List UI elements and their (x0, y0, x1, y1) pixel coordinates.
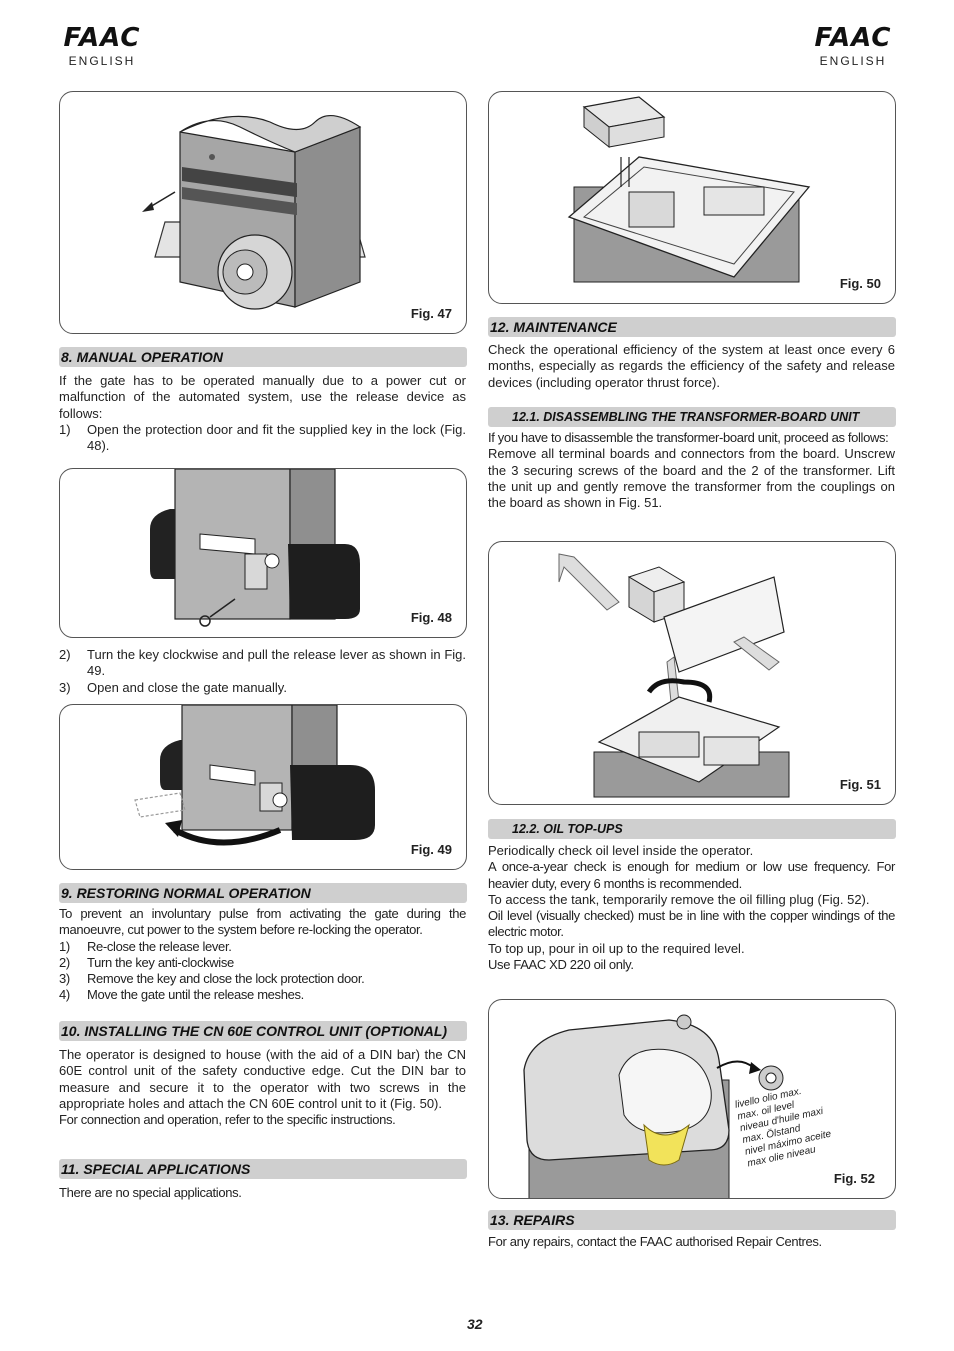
paragraph: For any repairs, contact the FAAC author… (488, 1234, 822, 1249)
figure-47: Fig. 47 (59, 91, 467, 334)
list-item: 3) Remove the key and close the lock prot… (59, 971, 466, 987)
list-number: 2) (59, 647, 71, 662)
list-text: Open the protection door and fit the sup… (87, 421, 466, 454)
control-unit-illustration (567, 96, 811, 283)
list-item: 1) Open the protection door and fit the … (59, 422, 466, 455)
section-heading-maintenance: 12. MAINTENANCE (488, 317, 896, 337)
list-item: 1) Re-close the release lever. (59, 939, 466, 955)
language-label: ENGLISH (819, 54, 887, 68)
figure-52: livello olio max. max. oil level niveau … (488, 999, 896, 1199)
release-lever-illustration (134, 705, 375, 846)
oil-top-ups-text: Periodically check oil level inside the … (488, 843, 895, 973)
paragraph: Remove all terminal boards and connector… (488, 446, 895, 511)
manual-operation-steps: 2) Turn the key clockwise and pull the r… (59, 647, 466, 696)
paragraph: Use FAAC XD 220 oil only. (488, 957, 634, 973)
figure-caption: Fig. 49 (410, 842, 452, 857)
list-number: 1) (59, 421, 71, 437)
paragraph: If you have to disassemble the transform… (488, 430, 889, 445)
list-number: 3) (59, 971, 70, 987)
list-number: 4) (59, 987, 70, 1003)
language-label: ENGLISH (68, 54, 136, 68)
figure-48: Fig. 48 (59, 468, 467, 638)
figure-51: Fig. 51 (488, 541, 896, 805)
paragraph: To access the tank, temporarily remove t… (488, 891, 870, 907)
list-item: 2) Turn the key anti-clockwise (59, 955, 466, 971)
key-insertion-illustration (150, 469, 360, 627)
faac-logo-right: FAAC ENGLISH (803, 24, 903, 68)
paragraph: For connection and operation, refer to t… (59, 1112, 396, 1128)
list-text: Move the gate until the release meshes. (87, 987, 304, 1003)
faac-logo-left: FAAC ENGLISH (52, 24, 152, 68)
section-heading-manual-operation: 8. MANUAL OPERATION (59, 347, 467, 367)
logo-mark: FAAC (814, 23, 892, 53)
list-item: 4) Move the gate until the release meshes… (59, 987, 466, 1003)
list-item: 3) Open and close the gate manually. (59, 680, 466, 696)
paragraph: Oil level (visually checked) must be in … (488, 908, 895, 940)
paragraph: Check the operational efficiency of the … (488, 342, 895, 390)
figure-caption: Fig. 47 (410, 306, 452, 321)
figure-caption: Fig. 52 (833, 1171, 875, 1186)
paragraph: There are no special applications. (59, 1185, 242, 1200)
list-text: Re-close the release lever. (87, 938, 232, 954)
logo-mark: FAAC (63, 23, 141, 53)
figure-50: Fig. 50 (488, 91, 896, 304)
special-applications-text: There are no special applications. (59, 1185, 466, 1201)
list-item: 2) Turn the key clockwise and pull the r… (59, 647, 466, 680)
section-heading-special-applications: 11. SPECIAL APPLICATIONS (59, 1159, 467, 1179)
list-text: Open and close the gate manually. (87, 679, 287, 695)
restoring-text: To prevent an involuntary pulse from act… (59, 906, 466, 1004)
paragraph: To prevent an involuntary pulse from act… (59, 906, 466, 938)
figure-49: Fig. 49 (59, 704, 467, 870)
list-number: 3) (59, 679, 71, 695)
section-heading-repairs: 13. REPAIRS (488, 1210, 896, 1230)
paragraph: To top up, pour in oil up to the require… (488, 940, 745, 956)
list-text: Turn the key anti-clockwise (87, 954, 234, 970)
paragraph: Periodically check oil level inside the … (488, 843, 754, 858)
list-number: 2) (59, 954, 70, 970)
list-number: 1) (59, 938, 70, 954)
installing-text: The operator is designed to house (with … (59, 1047, 466, 1128)
section-heading-disassembling: 12.1. DISASSEMBLING THE TRANSFORMER-BOAR… (488, 407, 896, 427)
paragraph: A once-a-year check is enough for medium… (488, 859, 895, 891)
list-text: Turn the key clockwise and pull the rele… (87, 647, 466, 679)
section-heading-installing-cn60e: 10. INSTALLING THE CN 60E CONTROL UNIT (… (59, 1021, 467, 1041)
disassembling-text: If you have to disassemble the transform… (488, 430, 895, 511)
section-heading-oil-top-ups: 12.2. OIL TOP-UPS (488, 819, 896, 839)
list-text: Remove the key and close the lock protec… (87, 971, 365, 987)
figure-caption: Fig. 48 (410, 610, 452, 625)
transformer-board-removal-illustration (558, 553, 790, 798)
operator-cover-illustration (142, 115, 366, 310)
maintenance-text: Check the operational efficiency of the … (488, 342, 895, 391)
paragraph: If the gate has to be operated manually … (59, 373, 466, 421)
figure-caption: Fig. 50 (839, 276, 881, 291)
paragraph: The operator is designed to house (with … (59, 1047, 466, 1111)
figure-caption: Fig. 51 (839, 777, 881, 792)
page-number: 32 (467, 1316, 483, 1332)
manual-operation-text: If the gate has to be operated manually … (59, 373, 466, 454)
oil-filling-illustration (523, 1014, 784, 1198)
section-heading-restoring-normal-operation: 9. RESTORING NORMAL OPERATION (59, 883, 467, 903)
repairs-text: For any repairs, contact the FAAC author… (488, 1234, 895, 1250)
